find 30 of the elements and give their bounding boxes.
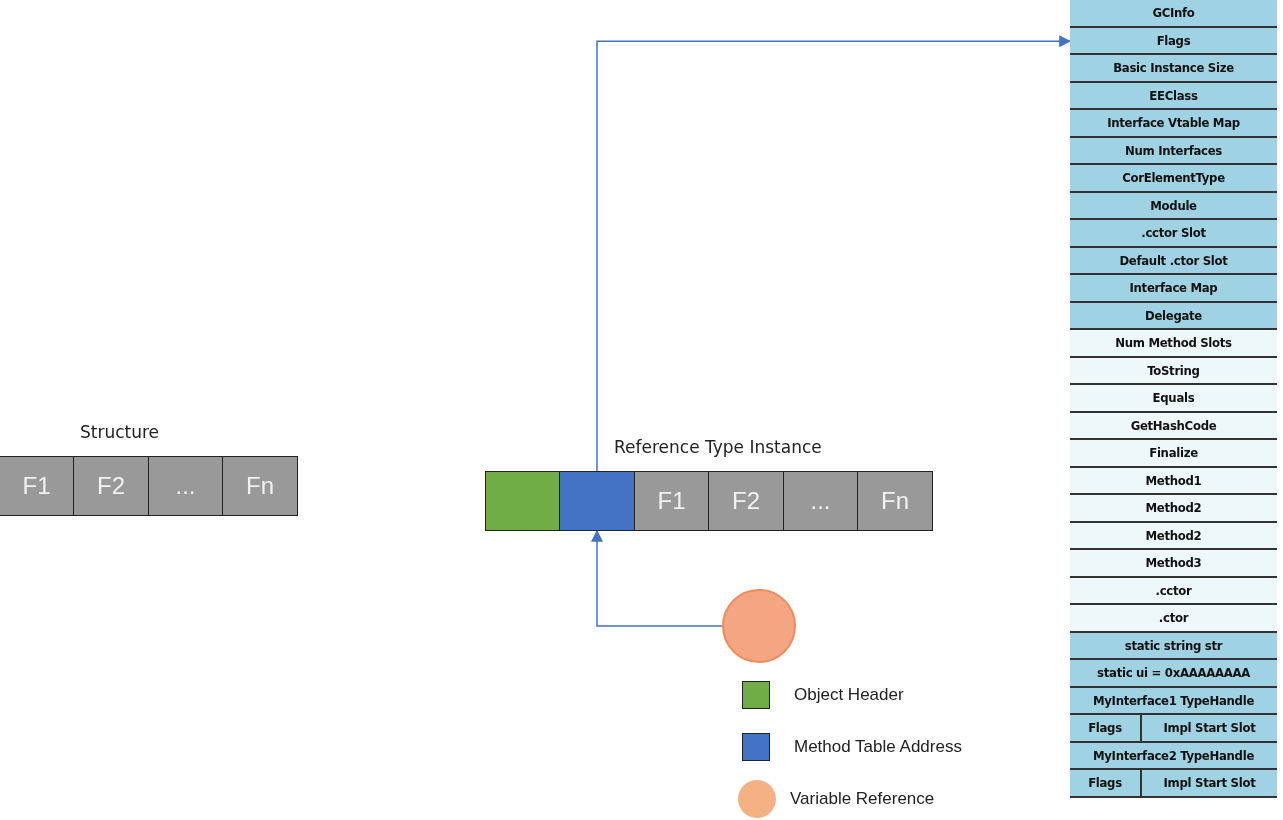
field-cell: Fn <box>222 456 298 516</box>
field-cell: F1 <box>0 456 75 516</box>
table-row: Equals <box>1070 385 1277 413</box>
field-cell: F2 <box>73 456 149 516</box>
table-row: Method2 <box>1070 522 1277 550</box>
legend-label: Method Table Address <box>794 737 962 757</box>
header-cell <box>559 471 635 531</box>
header-cell <box>484 471 561 531</box>
field-cell: ... <box>147 456 224 516</box>
structure-heading: Reference Type Instance <box>614 437 823 457</box>
table-row: Method1 <box>1070 467 1277 495</box>
legend-label: Variable Reference <box>790 789 935 809</box>
table-row: Flags Impl Start Slot <box>1070 715 1277 743</box>
arrow <box>596 35 1072 472</box>
field-cell: F2 <box>708 471 784 531</box>
field-cell: ... <box>782 471 859 531</box>
table-row: Finalize <box>1070 440 1277 468</box>
table-row: .cctor <box>1070 577 1277 605</box>
legend-label: Object Header <box>794 685 904 705</box>
table-row: GetHashCode <box>1070 412 1277 440</box>
table-row: Num Method Slots <box>1070 330 1277 358</box>
table-row: .ctor <box>1070 605 1277 633</box>
field-cell: Fn <box>857 471 933 531</box>
arrow <box>591 529 723 627</box>
table-row: ToString <box>1070 357 1277 385</box>
field-cell: F1 <box>633 471 710 531</box>
table-row: Method2 <box>1070 495 1277 523</box>
structure-heading: Structure <box>80 422 161 442</box>
table-row: Flags Impl Start Slot <box>1070 770 1277 798</box>
table-row: Method3 <box>1070 550 1277 578</box>
